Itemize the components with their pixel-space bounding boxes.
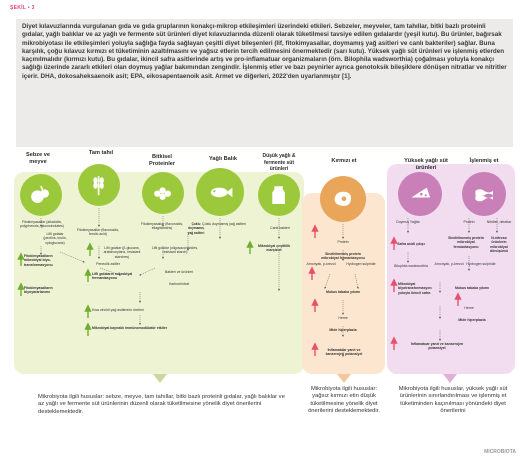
caption-box: Diyet kılavuzlarında vurgulanan gıda ve …	[16, 19, 513, 147]
label-carbohydrate: Karbonhidrat	[168, 282, 190, 286]
label-undigested-protein-red: Sindirilmemiş protein mikrobiyal fermant…	[321, 252, 365, 261]
label-h2s-red: Hydrogen sulphide	[346, 262, 376, 266]
watermark-logo: MICROBIOTA	[484, 449, 516, 455]
caption-text: Diyet kılavuzlarında vurgulanan gıda ve …	[22, 23, 507, 80]
label-fiber-legume: Lifli gıdalar (oligosaccharides, resista…	[151, 246, 199, 255]
group-title-processed-meat: İşlenmiş et	[469, 158, 499, 164]
note-avoid: Mikrobiyota ilgili hususlar, yüksek yağl…	[392, 386, 514, 416]
label-ammonia-processed: Amonyak, p-krezol	[434, 262, 464, 266]
label-nitroso: N-nitroso ürünlerin mikrobiyal dönüşümü	[490, 236, 508, 253]
label-bioavailability: Fitokimyasalların biyoyararlanımı	[24, 286, 53, 295]
label-mucus-red: Mukus tabaka yıkımı	[325, 290, 361, 294]
vegetable-icon	[20, 174, 62, 216]
note-recommended: Mikrobiyota ilgili hususlar: sebze, meyv…	[38, 394, 286, 416]
label-phytochem-legume: Fitokimyasallar (flavonoids, ellagitanni…	[140, 222, 184, 231]
label-bacteria-products: Bakteri ve ürünleri	[164, 270, 194, 274]
label-fiber-fermentation: Lifli gıdaların mikrobiyal fermantasyonu	[92, 272, 133, 281]
bacon-icon	[462, 172, 506, 216]
label-bilophila: Bilophila wadsworthia	[394, 264, 428, 268]
label-nitrites: Nitritler, nitratlar	[486, 220, 512, 224]
label-hyperplasia-red: Mide hiperplazia	[329, 328, 357, 332]
label-phytochem-grain: Fitokimyasallar (flavonoids, ferulic aci…	[76, 228, 120, 237]
label-phenolic-acids: Peneolik asitler	[96, 262, 120, 266]
group-title-vegetables: Sebze ve meyve	[26, 152, 50, 165]
label-mucus-processed: Mukus tabaka yıkımı	[454, 286, 490, 290]
label-satfat-dairy: Doymuş Yağlar	[396, 220, 420, 224]
figure-label: ŞEKİL • 3	[10, 5, 35, 11]
label-secondary-bile: Mikrobiyal biyotransformasyon yoluyla ik…	[398, 282, 432, 295]
milk-icon	[258, 174, 300, 216]
label-live-bacteria: Canlı bakteri	[270, 226, 290, 230]
steak-icon	[320, 176, 366, 222]
label-bile-acid: Safra asidi çıkışı	[397, 242, 425, 246]
label-h2s-processed: Hydrogen sulphide	[466, 262, 496, 266]
label-pufa-fish: Çoklu doymamış yağ asitleri	[202, 222, 246, 226]
label-protein-processed: Protein	[463, 220, 475, 224]
label-fiber-grain: Lifli gıdalar (β-glucans, arabinoxylans,…	[103, 246, 141, 259]
note-limit: Mikrobiyota ilgili hususlar: yağsız kırm…	[304, 386, 384, 416]
label-fiber-veg: Lifli gıdalar (pectins, inulin, xylogluc…	[43, 232, 67, 245]
group-title-highfat-dairy: Yüksek yağlı süt ürünleri	[404, 158, 448, 171]
cheese-icon	[398, 172, 442, 216]
group-title-fish: Yağlı Balık	[209, 156, 237, 162]
label-heme-processed: Heme	[464, 306, 474, 310]
label-inflammation-pink: İnflamatuar yanıt ve kanserojen potansiy…	[410, 342, 464, 351]
fish-icon	[196, 168, 244, 216]
label-microbial-biotransformation: Fitokimyasalların mikrobiyal biyo-transf…	[24, 254, 53, 267]
label-inflammation-red: İnflamatuar yanıt ve kanserojen potansiy…	[325, 348, 363, 357]
label-scfa-production: Kısa zincirli yağ asitlerinin üretimi	[92, 308, 144, 312]
legume-icon	[142, 172, 184, 214]
group-title-grains: Tam tahıl	[88, 150, 114, 156]
group-title-dairy: Düşük yağlı & fermente süt ürünleri	[262, 153, 296, 173]
note-limit-text: Mikrobiyota ilgili hususlar: yağsız kırm…	[308, 386, 380, 415]
group-title-red-meat: Kırmızı et	[331, 158, 357, 164]
grain-icon	[78, 164, 120, 206]
label-protein-red: Protein	[337, 240, 349, 244]
label-immunomodulatory: Mikrobiyal kaynaklı immünomodülatör etki…	[92, 326, 168, 330]
group-title-plant-protein: Bitkisel Proteinler	[148, 154, 176, 167]
label-ammonia-red: Amonyak, p-krezol	[306, 262, 336, 266]
label-undigested-protein-processed: Sindirilmemiş protein mikrobiyal fermant…	[448, 236, 484, 249]
note-avoid-text: Mikrobiyota ilgili hususlar, yüksek yağl…	[398, 386, 508, 415]
label-pufa-legume: Çoklu doymamış yağ asitleri	[187, 222, 205, 235]
label-microbial-diversity: Mikrobiyal çeşitlilik marşiziet	[257, 244, 291, 253]
label-heme-red: Heme	[338, 316, 348, 320]
note-recommended-text: Mikrobiyota ilgili hususlar: sebze, meyv…	[38, 394, 285, 415]
label-hyperplasia-processed: Mide hiperplazia	[458, 318, 486, 322]
label-phytochem-veg: Fitokimyasallar (alkaloids, polyphenols,…	[20, 220, 64, 229]
